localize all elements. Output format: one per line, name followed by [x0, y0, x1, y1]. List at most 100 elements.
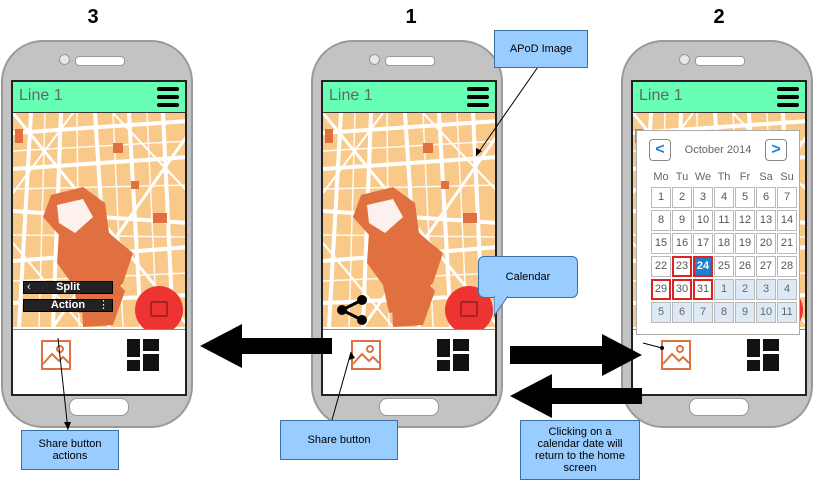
- calendar-day-cell[interactable]: 11: [777, 302, 797, 323]
- back-icon: ‹: [27, 281, 31, 293]
- callout-calendar-tail: [494, 296, 508, 317]
- grid-icon[interactable]: [437, 339, 469, 371]
- calendar-day-cell[interactable]: 6: [756, 187, 776, 208]
- calendar-day-cell[interactable]: 7: [777, 187, 797, 208]
- calendar-day-cell[interactable]: 21: [777, 233, 797, 254]
- calendar-weekday: We: [694, 171, 712, 183]
- grid-icon[interactable]: [127, 339, 159, 371]
- calendar-day-cell[interactable]: 19: [735, 233, 755, 254]
- calendar-day-cell[interactable]: 26: [735, 256, 755, 277]
- share-menu-action-label: Action: [50, 299, 86, 311]
- calendar-weekday: Tu: [675, 171, 689, 183]
- calendar-weekday: Su: [780, 171, 794, 183]
- calendar-day-cell[interactable]: 1: [714, 279, 734, 300]
- calendar-day-cell[interactable]: 23: [672, 256, 692, 277]
- app-bar-title: Line 1: [329, 87, 373, 104]
- map-image: [323, 113, 495, 327]
- calendar-day-cell[interactable]: 28: [777, 256, 797, 277]
- step-number-3: 3: [87, 6, 99, 28]
- step-number-2: 2: [713, 6, 725, 28]
- calendar-day-cell[interactable]: 5: [651, 302, 671, 323]
- camera-icon: [59, 54, 70, 65]
- hamburger-menu-icon[interactable]: [777, 87, 799, 107]
- calendar-day-cell[interactable]: 1: [651, 187, 671, 208]
- calendar-day-cell[interactable]: 29: [651, 279, 671, 300]
- calendar-weekday: Mo: [653, 171, 669, 183]
- home-button[interactable]: [69, 398, 129, 416]
- grid-icon[interactable]: [747, 339, 779, 371]
- calendar-day-cell[interactable]: 2: [735, 279, 755, 300]
- arrow-to-step-2: [510, 334, 642, 376]
- calendar-day-cell[interactable]: 8: [651, 210, 671, 231]
- apod-image: [323, 113, 495, 327]
- calendar-day-cell[interactable]: 15: [651, 233, 671, 254]
- calendar-day-cell[interactable]: 10: [693, 210, 713, 231]
- callout-apod-image: APoD Image: [494, 30, 588, 68]
- calendar-day-cell[interactable]: 4: [777, 279, 797, 300]
- calendar-weekday: Fr: [739, 171, 751, 183]
- share-icon[interactable]: [335, 294, 369, 326]
- calendar-day-cell[interactable]: 22: [651, 256, 671, 277]
- calendar-day-cell[interactable]: 5: [735, 187, 755, 208]
- calendar-day-cell[interactable]: 2: [672, 187, 692, 208]
- calendar-day-cell[interactable]: 3: [693, 187, 713, 208]
- share-menu-action[interactable]: Action ⋮: [23, 299, 113, 312]
- app-bar-title: Line 1: [639, 87, 683, 104]
- calendar-header: < October 2014 >: [637, 139, 799, 163]
- calendar-day-cell[interactable]: 4: [714, 187, 734, 208]
- phone-3: Line 1: [1, 40, 193, 428]
- step-number-1: 1: [405, 6, 417, 28]
- calendar-next-button[interactable]: >: [765, 139, 787, 161]
- home-button[interactable]: [689, 398, 749, 416]
- phone-screen: Line 1: [321, 80, 497, 396]
- phone-1: Line 1: [311, 40, 503, 428]
- image-icon[interactable]: [661, 340, 691, 370]
- calendar-fab-button[interactable]: [135, 286, 183, 334]
- arrow-to-step-3: [200, 324, 332, 368]
- calendar-day-cell[interactable]: 7: [693, 302, 713, 323]
- speaker-grille: [385, 56, 435, 66]
- speaker-grille: [75, 56, 125, 66]
- calendar-month-label: October 2014: [684, 144, 752, 156]
- calendar-prev-button[interactable]: <: [649, 139, 671, 161]
- bottom-nav: [633, 329, 805, 394]
- calendar-day-cell[interactable]: 25: [714, 256, 734, 277]
- calendar-day-cell[interactable]: 13: [756, 210, 776, 231]
- calendar-day-cell[interactable]: 17: [693, 233, 713, 254]
- home-button[interactable]: [379, 398, 439, 416]
- callout-share-button: Share button: [280, 420, 398, 460]
- more-icon: ⋮: [98, 299, 109, 311]
- callout-calendar-note: Clicking on a calendar date will return …: [520, 420, 640, 480]
- calendar-day-cell[interactable]: 14: [777, 210, 797, 231]
- app-bar-title: Line 1: [19, 87, 63, 104]
- calendar-day-cell[interactable]: 8: [714, 302, 734, 323]
- calendar-day-cell[interactable]: 16: [672, 233, 692, 254]
- share-menu-split[interactable]: ‹ Split: [23, 281, 113, 294]
- calendar-weekday: Sa: [759, 171, 773, 183]
- calendar-day-cell[interactable]: 9: [672, 210, 692, 231]
- hamburger-menu-icon[interactable]: [157, 87, 179, 107]
- calendar-day-cell[interactable]: 9: [735, 302, 755, 323]
- calendar-icon: [460, 301, 478, 317]
- callout-calendar: Calendar: [478, 256, 578, 298]
- calendar-day-cell[interactable]: 10: [756, 302, 776, 323]
- calendar-day-cell[interactable]: 27: [756, 256, 776, 277]
- share-menu-split-label: Split: [56, 281, 80, 293]
- app-bar: Line 1: [323, 82, 495, 113]
- speaker-grille: [695, 56, 745, 66]
- calendar-day-cell[interactable]: 18: [714, 233, 734, 254]
- calendar-day-cell[interactable]: 24: [693, 256, 713, 277]
- calendar-day-cell[interactable]: 30: [672, 279, 692, 300]
- calendar-day-cell[interactable]: 12: [735, 210, 755, 231]
- calendar-weekday: Th: [717, 171, 731, 183]
- hamburger-menu-icon[interactable]: [467, 87, 489, 107]
- calendar-day-cell[interactable]: 20: [756, 233, 776, 254]
- calendar-day-cell[interactable]: 3: [756, 279, 776, 300]
- calendar-day-cell[interactable]: 11: [714, 210, 734, 231]
- calendar-day-cell[interactable]: 31: [693, 279, 713, 300]
- calendar-day-cell[interactable]: 6: [672, 302, 692, 323]
- app-bar: Line 1: [13, 82, 185, 113]
- phone-screen: Line 1: [11, 80, 187, 396]
